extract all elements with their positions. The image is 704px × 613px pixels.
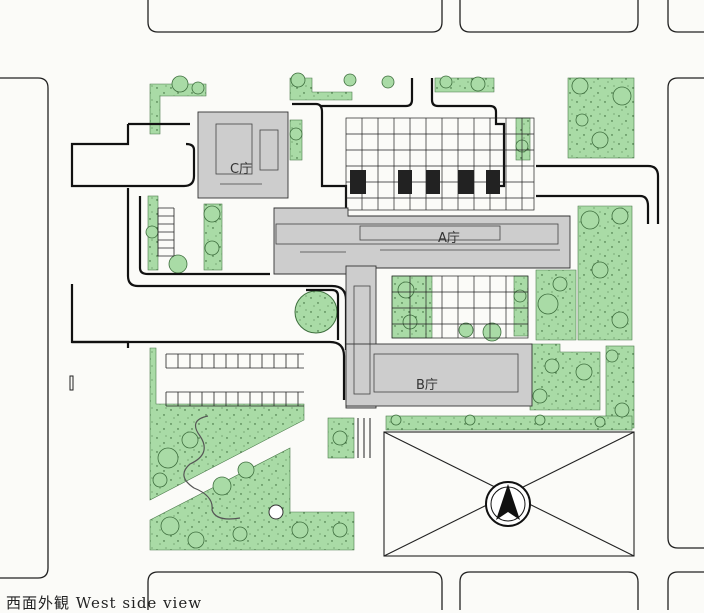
figure-caption: 西面外観 West side view xyxy=(6,594,203,612)
roundabout xyxy=(294,290,338,334)
building-a-label: A庁 xyxy=(438,231,460,246)
building-c-label: C庁 xyxy=(230,162,252,177)
inner-roads xyxy=(70,78,660,400)
buildings xyxy=(197,111,571,409)
building-a xyxy=(273,207,571,275)
courtyard-grid xyxy=(345,117,535,339)
building-b-label: B庁 xyxy=(416,378,438,393)
parking-lot xyxy=(157,207,304,407)
north-arrow-icon xyxy=(485,481,531,527)
garden-path xyxy=(183,415,241,520)
fountain xyxy=(268,504,284,520)
plaza-columns xyxy=(350,170,500,194)
entrance-steps xyxy=(357,418,371,458)
building-details xyxy=(215,123,560,395)
trees xyxy=(145,72,632,549)
building-c xyxy=(197,111,289,199)
road-marker xyxy=(69,375,74,391)
bollards xyxy=(647,206,659,224)
